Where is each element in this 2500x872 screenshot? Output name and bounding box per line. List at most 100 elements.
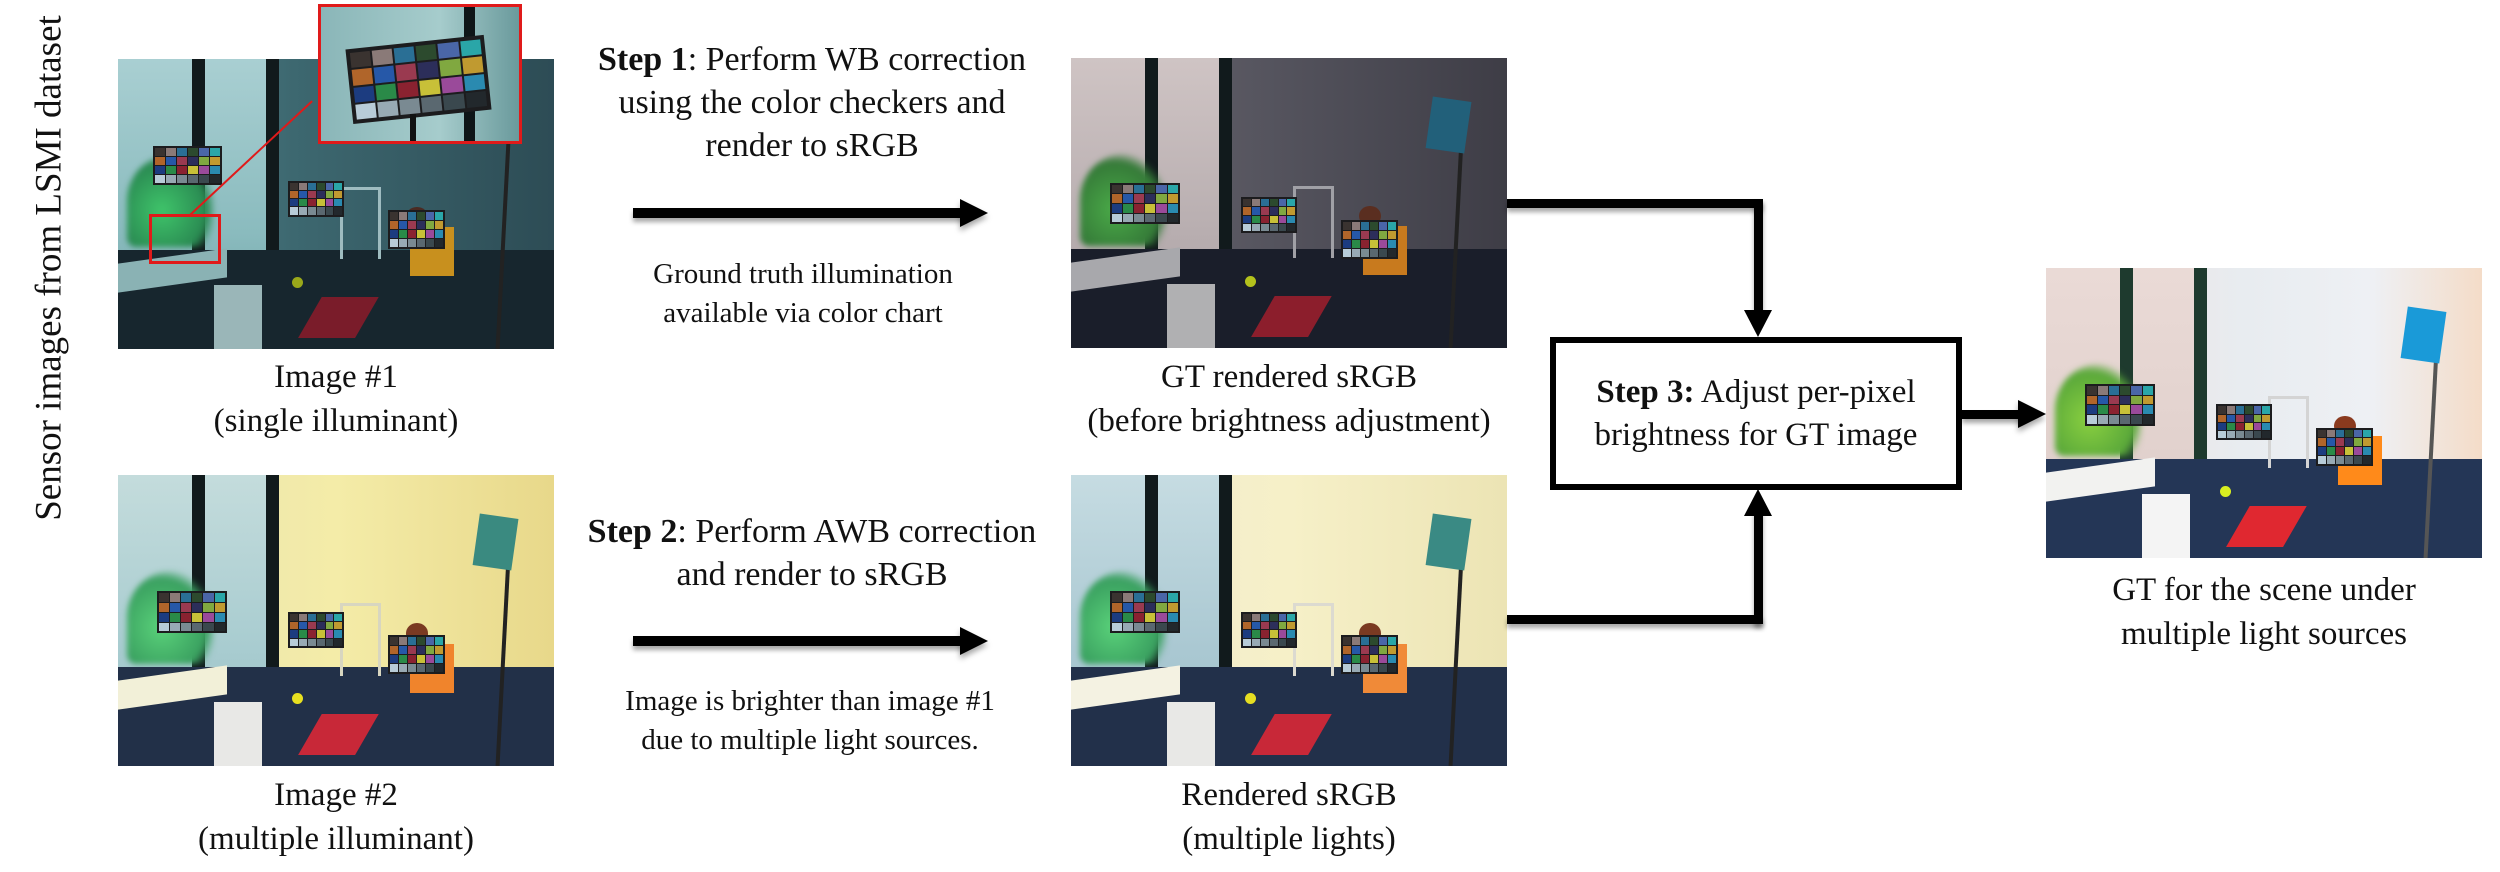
checker-patch bbox=[2142, 405, 2153, 415]
checker-patch bbox=[408, 655, 416, 663]
gt-rendered-before-caption-line2: (before brightness adjustment) bbox=[1087, 403, 1491, 439]
checker-patch bbox=[434, 211, 443, 220]
color-checker bbox=[1110, 182, 1180, 225]
color-checker-inset bbox=[318, 4, 522, 144]
checker-patch bbox=[1269, 622, 1278, 630]
checker-patch bbox=[416, 663, 425, 672]
checker-patch bbox=[290, 630, 298, 638]
checker-patch bbox=[1278, 622, 1287, 630]
checker-patch bbox=[210, 156, 221, 165]
checker-patch bbox=[170, 603, 181, 612]
checker-patch bbox=[159, 603, 170, 612]
checker-patch bbox=[1167, 194, 1178, 204]
checker-patch bbox=[2244, 406, 2253, 414]
checker-patch bbox=[325, 638, 334, 646]
checker-patch bbox=[1369, 249, 1378, 258]
checker-patch bbox=[290, 182, 298, 191]
step-3-box: Step 3: Adjust per-pixel brightness for … bbox=[1550, 337, 1962, 490]
checker-patch bbox=[1369, 222, 1378, 231]
checker-patch bbox=[1352, 249, 1361, 258]
checker-patch bbox=[2244, 414, 2253, 422]
checker-patch bbox=[1278, 207, 1287, 215]
checker-patch bbox=[199, 174, 210, 183]
checker-patch bbox=[177, 165, 188, 174]
checker-patch bbox=[1361, 637, 1369, 646]
checker-patch bbox=[181, 612, 192, 622]
checker-patch bbox=[425, 655, 434, 663]
checker-patch bbox=[165, 174, 176, 183]
checker-patch bbox=[2087, 395, 2098, 405]
checker-patch bbox=[2120, 405, 2131, 415]
checker-patch bbox=[1145, 603, 1156, 612]
checker-patch bbox=[2087, 405, 2098, 415]
checker-patch bbox=[1378, 637, 1387, 646]
checker-patch bbox=[290, 613, 298, 622]
checker-patch bbox=[334, 622, 343, 630]
checker-patch bbox=[1243, 613, 1251, 622]
checker-patch bbox=[307, 638, 316, 646]
checker-patch bbox=[434, 646, 443, 654]
step-1-note-line2: available via color chart bbox=[663, 297, 943, 329]
checker-patch bbox=[177, 156, 188, 165]
checker-patch bbox=[1269, 630, 1278, 638]
checker-patch bbox=[1123, 213, 1134, 223]
checker-patch bbox=[1123, 622, 1134, 632]
checker-patch bbox=[1112, 612, 1123, 622]
checker-patch bbox=[1145, 204, 1156, 213]
checker-patch bbox=[434, 238, 443, 247]
checker-patch bbox=[1361, 240, 1369, 249]
checker-patch bbox=[397, 80, 419, 98]
checker-patch bbox=[1387, 231, 1396, 240]
checker-patch bbox=[1269, 613, 1278, 622]
checker-patch bbox=[188, 174, 199, 183]
checker-patch bbox=[1352, 655, 1361, 663]
checker-patch bbox=[192, 593, 203, 603]
checker-patch bbox=[1260, 207, 1269, 215]
checker-patch bbox=[1387, 655, 1396, 663]
checker-patch bbox=[2253, 414, 2262, 422]
gt-rendered-before-photo bbox=[1071, 58, 1507, 348]
checker-patch bbox=[425, 211, 434, 220]
checker-patch bbox=[399, 238, 408, 247]
checker-patch bbox=[170, 612, 181, 622]
checker-patch bbox=[390, 655, 399, 663]
checker-patch bbox=[154, 165, 165, 174]
checker-patch bbox=[214, 603, 225, 612]
checker-patch bbox=[1134, 194, 1145, 204]
checker-patch bbox=[203, 622, 214, 632]
checker-patch bbox=[334, 638, 343, 646]
checker-patch bbox=[316, 207, 325, 215]
step-2-text-line2: and render to sRGB bbox=[676, 556, 948, 593]
checker-patch bbox=[2120, 415, 2131, 424]
checker-patch bbox=[1369, 646, 1378, 654]
checker-patch bbox=[1269, 199, 1278, 207]
checker-patch bbox=[1251, 630, 1260, 638]
checker-patch bbox=[434, 655, 443, 663]
checker-patch bbox=[373, 65, 395, 83]
color-checker bbox=[152, 146, 223, 185]
color-checker bbox=[1110, 591, 1180, 634]
checker-patch bbox=[437, 41, 460, 59]
checker-patch bbox=[316, 182, 325, 191]
checker-patch bbox=[1260, 215, 1269, 223]
checker-patch bbox=[398, 97, 421, 115]
checker-patch bbox=[1251, 223, 1260, 232]
checker-patch bbox=[214, 612, 225, 622]
checker-patch bbox=[2235, 414, 2244, 422]
checker-patch bbox=[1387, 663, 1396, 672]
checker-patch bbox=[165, 165, 176, 174]
checker-patch bbox=[354, 102, 377, 120]
checker-patch bbox=[1167, 213, 1178, 223]
checker-patch bbox=[199, 165, 210, 174]
checker-patch bbox=[210, 165, 221, 174]
checker-patch bbox=[1278, 613, 1287, 622]
checker-patch bbox=[188, 165, 199, 174]
checker-patch bbox=[1269, 638, 1278, 646]
checker-patch bbox=[170, 622, 181, 632]
checker-patch bbox=[1260, 199, 1269, 207]
checker-patch bbox=[1145, 184, 1156, 194]
checker-patch bbox=[1145, 612, 1156, 622]
checker-patch bbox=[2318, 429, 2327, 438]
checker-patch bbox=[461, 56, 483, 74]
checker-patch bbox=[408, 229, 416, 238]
